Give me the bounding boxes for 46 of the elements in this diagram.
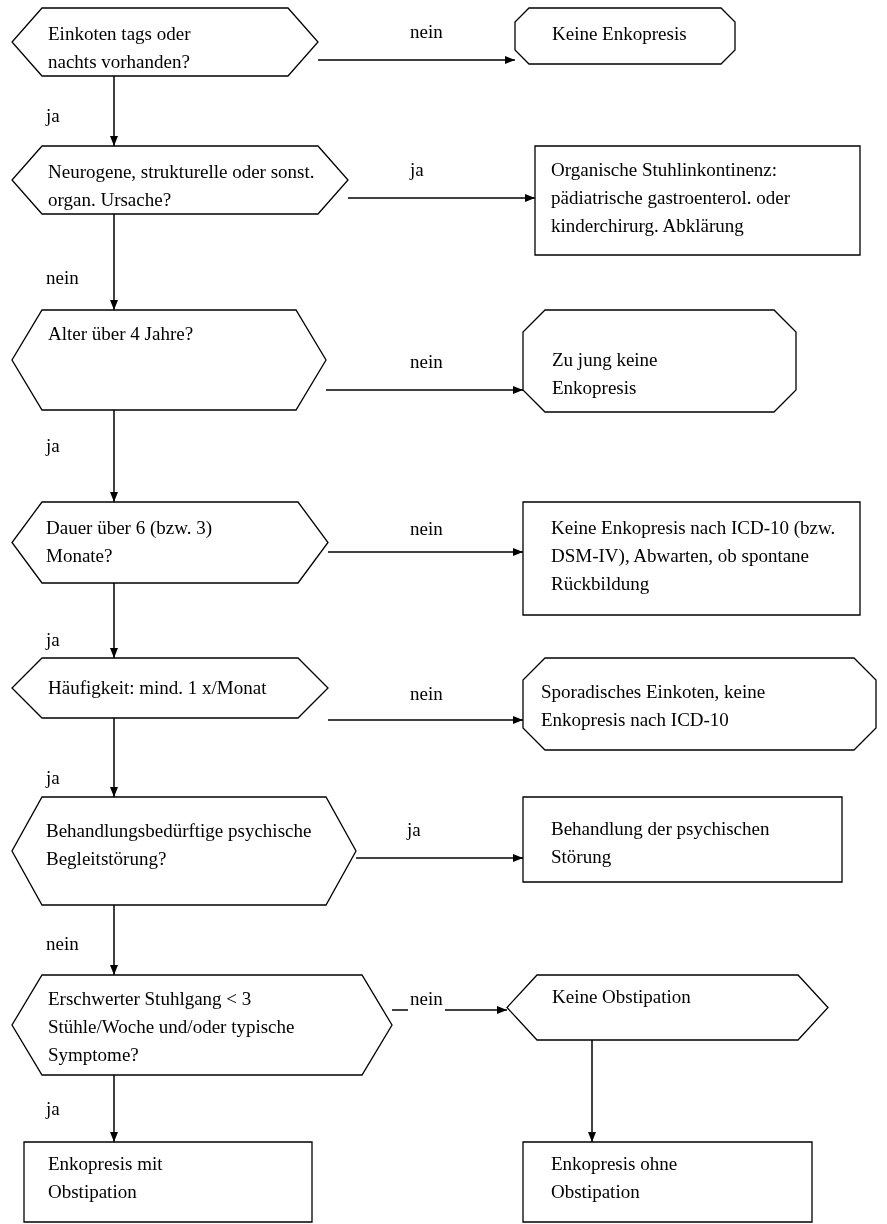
result-octagon	[515, 8, 735, 64]
decision-hexagon	[12, 146, 348, 214]
node-text: Enkopresis ohne Obstipation	[551, 1152, 679, 1204]
result-octagon	[523, 310, 796, 412]
arrow	[347, 194, 536, 202]
node-text: Neurogene, strukturelle oder sonst. organ. Ursache?	[48, 160, 316, 212]
arrow	[317, 56, 516, 64]
decision-hexagon	[12, 502, 328, 583]
arrow	[325, 386, 524, 394]
arrow	[110, 717, 118, 798]
arrow	[110, 904, 118, 976]
decision-hexagon	[507, 975, 828, 1040]
node-text: Häufigkeit: mind. 1 x/Monat	[48, 676, 268, 700]
node-text: Zu jung keine Enkopresis	[552, 348, 659, 400]
node-text: Enkopresis mit Obstipation	[48, 1152, 164, 1204]
decision-hexagon	[12, 310, 326, 410]
decision-hexagon	[12, 8, 318, 76]
arrow	[327, 548, 524, 556]
decision-hexagon	[12, 658, 328, 718]
decision-hexagon	[12, 975, 392, 1075]
arrow	[355, 854, 524, 862]
process-box	[24, 1142, 312, 1222]
node-text: Keine Enkopresis nach ICD-10 (bzw. DSM-IV), Abwarten, ob spontane Rückbildung	[551, 516, 837, 596]
node-text: Keine Obstipation	[552, 985, 692, 1009]
result-octagon	[523, 658, 876, 750]
node-text: Dauer über 6 (bzw. 3) Monate?	[46, 516, 213, 568]
node-text: Behandlungsbedürftige psychische Begleitstörung?	[46, 819, 313, 871]
node-text: Alter über 4 Jahre?	[48, 322, 195, 346]
arrow	[110, 213, 118, 311]
arrow	[110, 75, 118, 147]
node-text: Behandlung der psychischen Störung	[551, 817, 771, 869]
node-text: Erschwerter Stuhlgang < 3 Stühle/Woche und/oder typische Symptome?	[48, 987, 296, 1067]
process-box	[535, 146, 860, 255]
process-box	[523, 1142, 812, 1222]
node-text: Sporadisches Einkoten, keine Enkopresis nach ICD-10	[541, 680, 767, 732]
arrow	[588, 1039, 596, 1143]
arrow	[110, 409, 118, 503]
node-text: Keine Enkopresis	[552, 22, 688, 46]
node-text: Organische Stuhlinkontinenz: pädiatrische gastroenterol. oder kinderchirurg. Abklärung	[551, 158, 791, 238]
decision-hexagon	[12, 797, 356, 905]
arrow	[110, 1074, 118, 1143]
arrow	[110, 582, 118, 659]
node-text: Einkoten tags oder nachts vorhanden?	[48, 22, 192, 74]
process-box	[523, 502, 860, 615]
arrow	[327, 716, 524, 724]
process-box	[523, 797, 842, 882]
